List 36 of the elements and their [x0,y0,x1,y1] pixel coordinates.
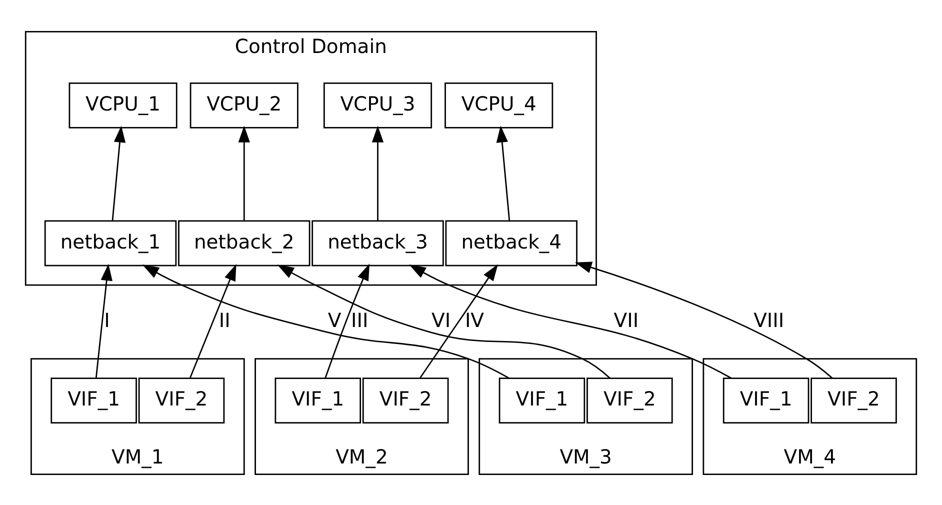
node-box: VCPU_4 [444,82,554,128]
node-box: VCPU_2 [190,82,298,128]
arrow [238,125,250,220]
node-box: VCPU_3 [323,82,432,128]
arrow [324,263,370,378]
arrow [574,261,833,378]
node-box: VIF_2 [810,377,897,423]
arrow [95,263,112,378]
edge-label: VI [432,308,451,332]
edge-label: II [218,308,230,332]
edge-label: I [104,308,110,332]
arrow [142,264,510,378]
node-box: netback_3 [312,220,444,266]
edge-label: VII [614,308,639,332]
node-box: VIF_1 [274,377,362,423]
node-box: netback_2 [178,220,310,266]
edge-label: III [351,308,368,332]
node-box: VIF_2 [362,377,449,423]
node-box: VIF_1 [722,377,810,423]
node-box: netback_1 [44,220,177,266]
edge-label: VIII [754,308,784,332]
arrow [496,125,510,220]
edge-label: V [328,308,342,332]
arrow [277,264,610,378]
arrow [190,264,236,378]
arrow [372,125,384,220]
arrow [409,264,732,378]
arrow [112,125,126,220]
node-box: VIF_1 [498,377,586,423]
node-box: VCPU_1 [68,82,178,128]
edge-label: IV [464,308,484,332]
node-box: VIF_1 [50,377,137,423]
arrow [420,264,498,378]
node-box: netback_4 [445,220,578,266]
node-box: VIF_2 [138,377,225,423]
node-box: VIF_2 [586,377,673,423]
